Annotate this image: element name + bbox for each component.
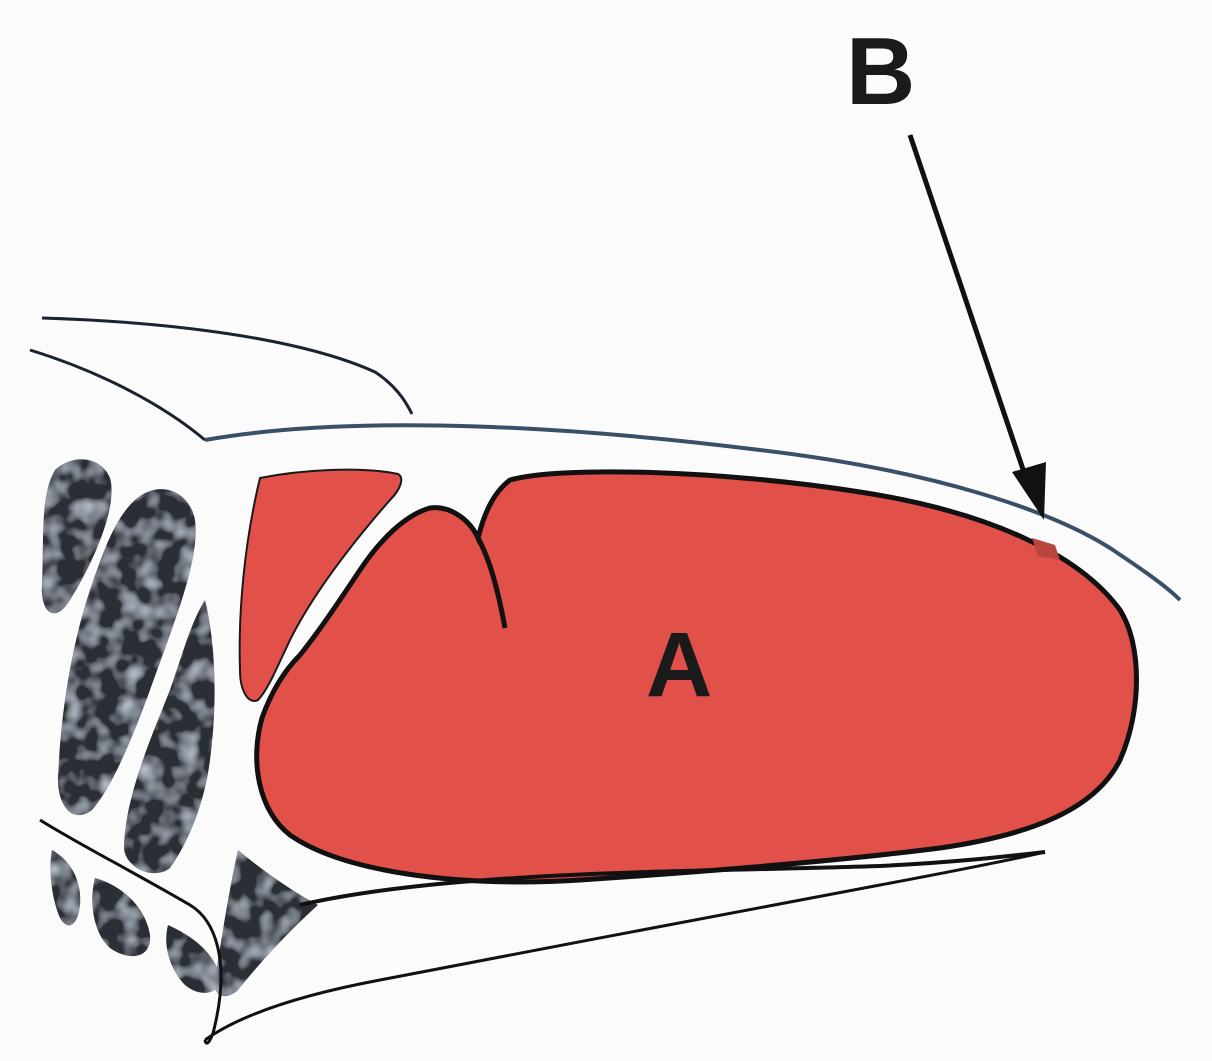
label-a: A <box>646 614 712 716</box>
label-b: B <box>846 18 915 125</box>
